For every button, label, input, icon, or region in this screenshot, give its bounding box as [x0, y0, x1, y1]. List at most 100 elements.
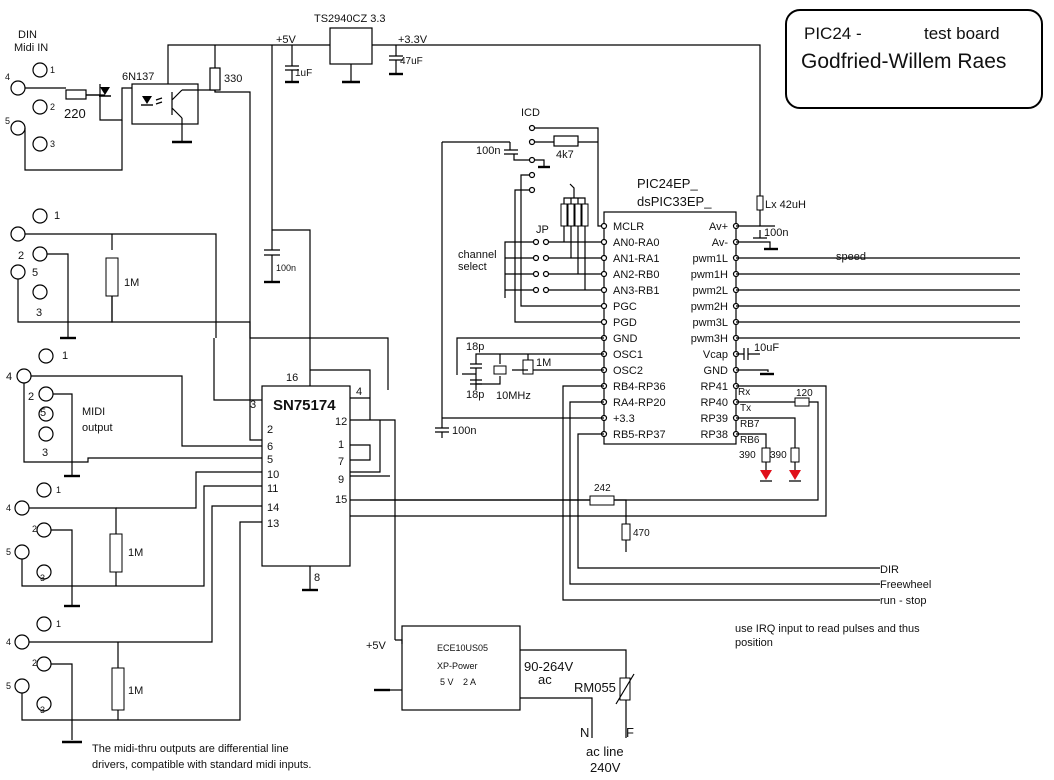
mcu-left-pin-dot-5 — [600, 302, 608, 310]
mcu-left-pin-dot-6 — [600, 318, 608, 326]
driver-pin10: 10 — [267, 469, 279, 481]
resistor-4k7 — [553, 135, 579, 147]
resistor-220 — [65, 89, 87, 100]
mcu-left-pin-5: PGC — [613, 301, 637, 313]
dout1-pin2: 2 — [18, 250, 24, 262]
optocoupler-label: 6N137 — [122, 71, 154, 83]
resistor-330-label: 330 — [224, 73, 242, 85]
mcu-right-pin-8: Vcap — [703, 349, 728, 361]
rb7-label: RB7 — [740, 419, 760, 430]
led-2 — [789, 470, 801, 480]
resistor-330 — [209, 67, 221, 91]
cap-100n-driver-label: 100n — [276, 263, 296, 273]
dout3-r-label: 1M — [128, 547, 143, 559]
dout2-pin2: 2 — [28, 391, 34, 403]
driver-pin6: 6 — [267, 441, 273, 453]
jp-label: JP — [536, 224, 549, 236]
mcu-name-1: PIC24EP_ — [637, 176, 698, 191]
dout3-resistor — [109, 533, 123, 573]
driver-pin3: 3 — [250, 399, 256, 411]
mcu-left-pin-13: RB5-RP37 — [613, 429, 666, 441]
dout1-pin5: 5 — [32, 267, 38, 279]
resistor-220-label: 220 — [64, 106, 86, 121]
speed-label: speed — [836, 251, 866, 263]
mcu-left-pin-8: OSC1 — [613, 349, 643, 361]
cap-1uf-label: 1uF — [295, 68, 312, 79]
mcu-left-pins: MCLRAN0-RA0AN1-RA1AN2-RB0AN3-RB1PGCPGDGN… — [600, 221, 666, 441]
resistor-470 — [621, 523, 631, 541]
mcu-chip — [603, 211, 737, 445]
osc-r1m-label: 1M — [536, 357, 551, 369]
optocoupler-6n137 — [131, 83, 199, 125]
regulator-section: +5V TS2940CZ 3.3 +3.3V 1uF 47uF 100n — [264, 13, 775, 392]
mcu-right-pin-7: pwm3H — [691, 333, 728, 345]
crystal-label: 10MHz — [496, 390, 531, 402]
title-line1-left: PIC24 - — [804, 24, 862, 43]
dout3-pin3: 3 — [40, 573, 45, 583]
dout3-pin5: 5 — [6, 547, 11, 557]
mcu-left-pin-10: RB4-RP36 — [613, 381, 666, 393]
decoup-100n-label: 100n — [452, 425, 476, 437]
control-section: 242 470 DIR Freewheel run - stop use IRQ… — [370, 483, 931, 649]
midi-outputs-section: 1 2 5 3 1M 1 4 2 5 3 MIDI output 1 4 2 5 — [6, 208, 311, 771]
inductor-label: Lx 42uH — [765, 199, 806, 211]
psu-maker: XP-Power — [437, 661, 478, 671]
psu-n: N — [580, 725, 589, 740]
mcu-right-pin-0: Av+ — [709, 221, 728, 233]
dout2-pin4: 4 — [6, 371, 12, 383]
psu-rating-a: 2 A — [463, 677, 476, 687]
dout4-resistor — [111, 667, 125, 711]
title-author: Godfried-Willem Raes — [801, 50, 1006, 73]
title-line1-right: test board — [924, 24, 1000, 43]
dout4-pin5: 5 — [6, 681, 11, 691]
led-1 — [760, 470, 772, 480]
mcu-right-pin-5: pwm2H — [691, 301, 728, 313]
regulator-label: TS2940CZ 3.3 — [314, 13, 386, 25]
mcu-left-pin-6: PGD — [613, 317, 637, 329]
dout3-pin2: 2 — [32, 524, 37, 534]
mcu-left-pin-dot-0 — [600, 222, 608, 230]
driver-pin8: 8 — [314, 572, 320, 584]
mcu-name-2: dsPIC33EP_ — [637, 194, 712, 209]
mcu-left-pin-7: GND — [613, 333, 638, 345]
driver-pin5: 5 — [267, 454, 273, 466]
r470-label: 470 — [633, 528, 650, 539]
r390a-label: 390 — [739, 450, 756, 461]
mcu-left-pin-1: AN0-RA0 — [613, 237, 659, 249]
mcu-left-pin-dot-1 — [600, 238, 608, 246]
din-label: DIN — [18, 29, 37, 41]
osc-c2-label: 18p — [466, 389, 484, 401]
mcu-left-pin-dot-3 — [600, 270, 608, 278]
mcu-left-pin-3: AN2-RB0 — [613, 269, 659, 281]
driver-pin16: 16 — [286, 372, 298, 384]
driver-pin13: 13 — [267, 518, 279, 530]
regulator-ts2940 — [329, 27, 373, 65]
mcu-left-pin-9: OSC2 — [613, 365, 643, 377]
din-in-pin1: 1 — [50, 65, 55, 75]
din-in-pin3: 3 — [50, 139, 55, 149]
rail-33v-label: +3.3V — [398, 34, 428, 46]
freewheel-label: Freewheel — [880, 579, 931, 591]
mcu-right-pin-3: pwm1H — [691, 269, 728, 281]
resistor-4k7-label: 4k7 — [556, 149, 574, 161]
mcu-left-pin-4: AN3-RB1 — [613, 285, 659, 297]
driver-pin9: 9 — [338, 474, 344, 486]
protection-diode — [100, 87, 110, 95]
driver-name: SN75174 — [273, 397, 336, 414]
icd-section: ICD 4k7 100n JP channel select — [442, 107, 604, 323]
title-block: PIC24 - test board Godfried-Willem Raes — [785, 9, 1043, 109]
mcu-left-pin-12: +3.3 — [613, 413, 635, 425]
mcu-section: PIC24EP_ dsPIC33EP_ MCLRAN0-RA0AN1-RA1AN… — [370, 142, 1020, 601]
acline-label: ac line — [586, 744, 624, 759]
din-in-pin5-ring — [10, 120, 26, 136]
rail-5v-label: +5V — [276, 34, 297, 46]
icd-cap-label: 100n — [476, 145, 500, 157]
dout3-pin1: 1 — [56, 485, 61, 495]
driver-pin1: 1 — [338, 439, 344, 451]
mcu-right-pin-9: GND — [704, 365, 729, 377]
output-note-1: The midi-thru outputs are differential l… — [92, 743, 289, 755]
mcu-right-pin-10: RP41 — [700, 381, 728, 393]
dout1-pin1: 1 — [54, 210, 60, 222]
dout1-r-label: 1M — [124, 277, 139, 289]
